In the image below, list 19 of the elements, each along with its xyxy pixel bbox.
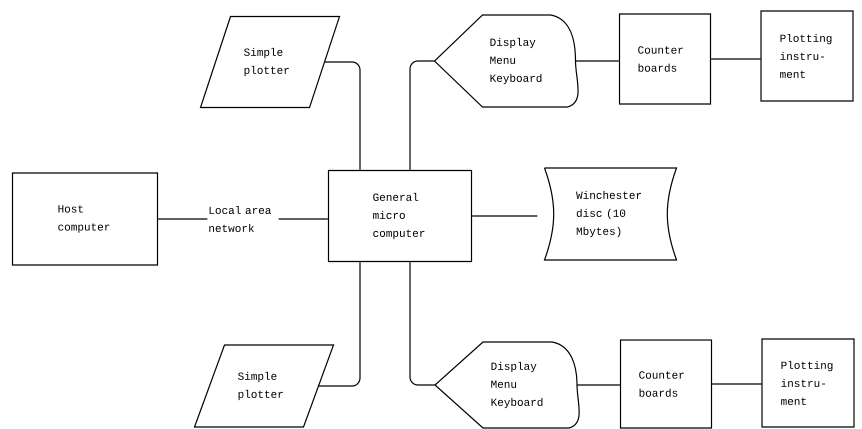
connector-line — [472, 215, 538, 217]
connector-line — [324, 61, 361, 170]
connector-line — [711, 58, 760, 60]
connector-line — [409, 60, 434, 170]
process-box: Plotting instru-ment — [761, 338, 855, 428]
process-box: Host computer — [12, 172, 158, 266]
process-box: Counter boards — [618, 13, 712, 105]
edge-label: Local area network — [207, 204, 279, 234]
parallelogram-box: Simple plotter — [194, 344, 334, 428]
storage-shape: Winchester disc (10 Mbytes) — [544, 167, 678, 261]
process-box: Plotting instru-ment — [760, 10, 854, 102]
connector-line — [409, 262, 435, 386]
connector-line — [577, 384, 620, 386]
parallelogram-box: Simple plotter — [200, 16, 340, 108]
connector-line — [712, 383, 762, 385]
process-box: General micro computer — [328, 170, 472, 262]
connector-line — [318, 262, 361, 387]
connector-line — [576, 60, 619, 62]
process-box: Counter boards — [620, 339, 712, 429]
